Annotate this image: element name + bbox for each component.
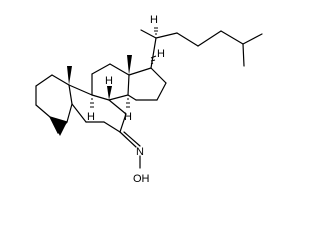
atom-label-h-c14: H: [124, 111, 132, 123]
ring-a: [35, 74, 73, 123]
atom-label-h-c8: H: [105, 75, 113, 87]
atom-label-oh-oxime: OH: [133, 173, 150, 185]
methyl-c10-wedge: [67, 66, 72, 85]
atom-label-n-oxime: N: [136, 146, 144, 158]
atom-label-h-side-chain: H: [150, 14, 158, 26]
steroid-structure: H H H H H N OH: [35, 14, 263, 185]
oxime-group: [119, 131, 141, 169]
hash-c17-h: [150, 55, 157, 65]
cyclopropane-ring: [49, 116, 68, 136]
hash-side-chain-h: [154, 27, 158, 35]
hash-c9-h: [90, 98, 94, 108]
side-chain: [140, 29, 263, 69]
ring-c: [91, 63, 130, 101]
atom-label-h-c17: H: [157, 48, 165, 60]
structure-canvas: H H H H H N OH: [35, 14, 263, 185]
methyl-c13-wedge: [127, 55, 132, 75]
hash-c14-h: [126, 98, 130, 108]
ring-b: [68, 84, 127, 133]
wedge-c8-h: [107, 86, 112, 100]
ring-d: [127, 67, 167, 101]
atom-label-h-c9: H: [87, 111, 95, 123]
